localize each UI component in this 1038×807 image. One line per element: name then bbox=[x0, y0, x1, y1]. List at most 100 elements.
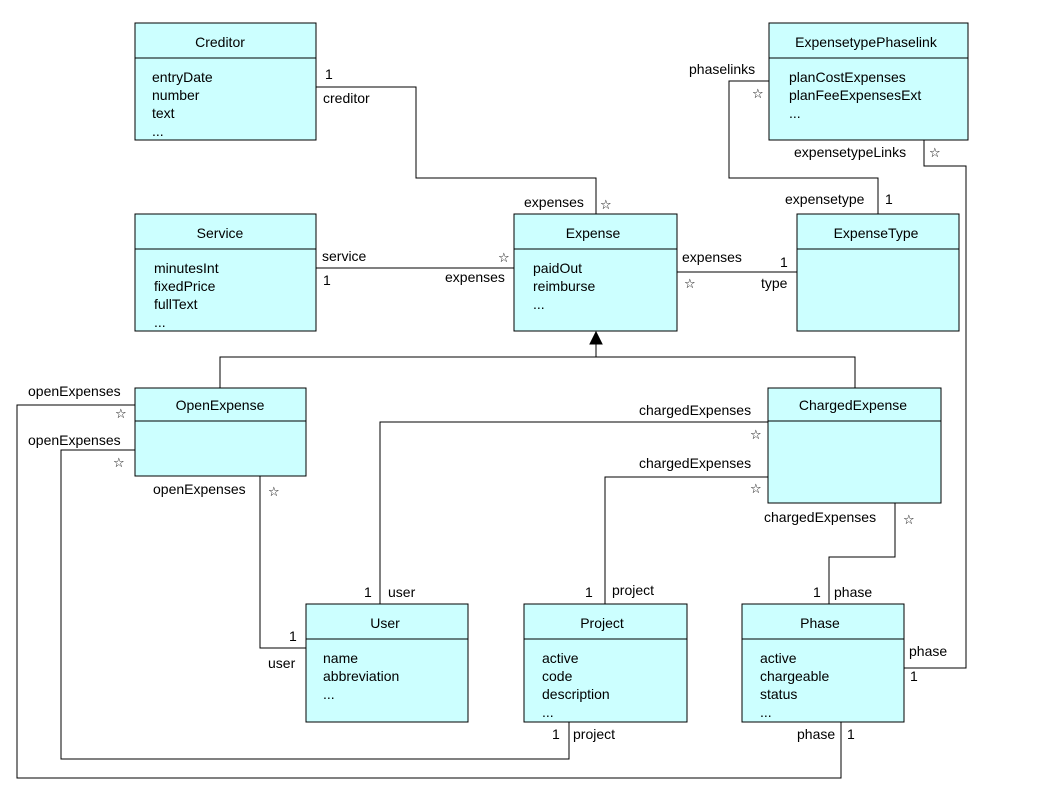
attribute: ... bbox=[154, 314, 166, 330]
class-name: Service bbox=[197, 225, 244, 241]
role-label: project bbox=[573, 726, 615, 742]
class-open-expense[interactable]: OpenExpense bbox=[134, 387, 307, 477]
attribute: status bbox=[760, 686, 797, 702]
creditor-expense-association bbox=[316, 86, 597, 214]
attribute: ... bbox=[152, 123, 164, 139]
role-label: chargedExpenses bbox=[639, 402, 751, 418]
class-name: Project bbox=[580, 615, 624, 631]
many-multiplicity-star: ☆ bbox=[600, 198, 612, 213]
attribute: fullText bbox=[154, 296, 198, 312]
class-expense-type[interactable]: ExpenseType bbox=[796, 213, 960, 332]
attribute: ... bbox=[542, 704, 554, 720]
generalization-open-expense bbox=[219, 356, 856, 388]
attribute: ... bbox=[789, 105, 801, 121]
multiplicity-label: 1 bbox=[585, 584, 593, 600]
role-label: chargedExpenses bbox=[639, 455, 751, 471]
class-user[interactable]: User name abbreviation ... bbox=[305, 603, 469, 723]
role-label: user bbox=[388, 584, 416, 600]
multiplicity-label: 1 bbox=[910, 668, 918, 684]
phaselink-phase-association bbox=[904, 140, 967, 669]
attribute: reimburse bbox=[533, 278, 595, 294]
many-multiplicity-star: ☆ bbox=[268, 485, 280, 500]
class-expense[interactable]: Expense paidOut reimburse ... bbox=[513, 213, 678, 332]
role-label: chargedExpenses bbox=[764, 509, 876, 525]
attribute: description bbox=[542, 686, 610, 702]
many-multiplicity-star: ☆ bbox=[929, 146, 941, 161]
role-label: creditor bbox=[323, 90, 370, 106]
role-label: user bbox=[268, 655, 296, 671]
openexpense-phase-association bbox=[16, 404, 842, 779]
chargedexpense-phase-association bbox=[828, 503, 896, 604]
multiplicity-label: 1 bbox=[323, 272, 331, 288]
role-label: type bbox=[761, 275, 788, 291]
association-labels: 1 creditor expenses ☆ service 1 expenses… bbox=[28, 61, 947, 742]
chargedexpense-user-association bbox=[379, 421, 768, 604]
attribute: ... bbox=[533, 296, 545, 312]
multiplicity-label: 1 bbox=[813, 584, 821, 600]
class-name: Creditor bbox=[195, 34, 245, 50]
multiplicity-label: 1 bbox=[780, 254, 788, 270]
associations bbox=[16, 80, 967, 779]
attribute: paidOut bbox=[533, 260, 582, 276]
chargedexpense-project-association bbox=[604, 476, 768, 604]
generalization-arrowhead bbox=[589, 330, 603, 345]
attribute: number bbox=[152, 87, 200, 103]
attribute: active bbox=[760, 650, 797, 666]
class-creditor[interactable]: Creditor entryDate number text ... bbox=[134, 22, 317, 141]
multiplicity-label: 1 bbox=[325, 66, 333, 82]
many-multiplicity-star: ☆ bbox=[752, 87, 764, 102]
multiplicity-label: 1 bbox=[885, 191, 893, 207]
attribute: abbreviation bbox=[323, 668, 399, 684]
attribute: chargeable bbox=[760, 668, 829, 684]
openexpense-project-association bbox=[60, 449, 570, 760]
role-label: phaselinks bbox=[689, 61, 755, 77]
class-service[interactable]: Service minutesInt fixedPrice fullText .… bbox=[134, 213, 317, 332]
many-multiplicity-star: ☆ bbox=[498, 251, 510, 266]
role-label: openExpenses bbox=[28, 432, 121, 448]
role-label: expenses bbox=[524, 194, 584, 210]
phaselink-expensetype-association bbox=[728, 80, 879, 214]
role-label: expenses bbox=[445, 269, 505, 285]
class-project[interactable]: Project active code description ... bbox=[523, 603, 688, 723]
role-label: phase bbox=[834, 584, 872, 600]
role-label: phase bbox=[909, 643, 947, 659]
class-expensetype-phaselink[interactable]: ExpensetypePhaselink planCostExpenses pl… bbox=[768, 22, 969, 141]
class-name: ExpensetypePhaselink bbox=[795, 34, 938, 50]
many-multiplicity-star: ☆ bbox=[115, 407, 127, 422]
attribute: minutesInt bbox=[154, 260, 219, 276]
class-name: ChargedExpense bbox=[799, 397, 907, 413]
many-multiplicity-star: ☆ bbox=[903, 513, 915, 528]
multiplicity-label: 1 bbox=[364, 584, 372, 600]
role-label: service bbox=[322, 248, 367, 264]
role-label: expensetypeLinks bbox=[794, 144, 906, 160]
attribute: text bbox=[152, 105, 175, 121]
role-label: project bbox=[612, 582, 654, 598]
attribute: active bbox=[542, 650, 579, 666]
many-multiplicity-star: ☆ bbox=[750, 482, 762, 497]
openexpense-user-association bbox=[259, 476, 306, 649]
attribute: planCostExpenses bbox=[789, 69, 906, 85]
attribute: name bbox=[323, 650, 358, 666]
role-label: openExpenses bbox=[28, 383, 121, 399]
attribute: fixedPrice bbox=[154, 278, 216, 294]
multiplicity-label: 1 bbox=[289, 628, 297, 644]
role-label: openExpenses bbox=[153, 481, 246, 497]
attribute: ... bbox=[323, 686, 335, 702]
class-phase[interactable]: Phase active chargeable status ... bbox=[741, 603, 905, 723]
multiplicity-label: 1 bbox=[847, 726, 855, 742]
attribute: ... bbox=[760, 704, 772, 720]
class-name: Expense bbox=[566, 225, 621, 241]
class-name: ExpenseType bbox=[834, 225, 919, 241]
class-name: User bbox=[370, 615, 400, 631]
role-label: expensetype bbox=[785, 191, 865, 207]
class-charged-expense[interactable]: ChargedExpense bbox=[767, 387, 942, 504]
class-name: Phase bbox=[800, 615, 840, 631]
role-label: phase bbox=[797, 726, 835, 742]
many-multiplicity-star: ☆ bbox=[684, 277, 696, 292]
attribute: entryDate bbox=[152, 69, 213, 85]
attribute: planFeeExpensesExt bbox=[789, 87, 921, 103]
multiplicity-label: 1 bbox=[552, 726, 560, 742]
attribute: code bbox=[542, 668, 573, 684]
role-label: expenses bbox=[682, 249, 742, 265]
